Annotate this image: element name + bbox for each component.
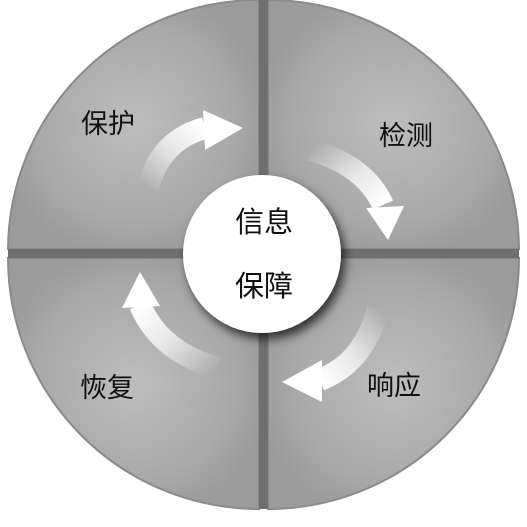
- arrow-bottom-left: [122, 272, 222, 379]
- quadrant-bottom-right: [267, 257, 521, 511]
- arrow-bottom-right: [282, 305, 389, 402]
- quadrant-top-left: [6, 0, 260, 250]
- label-bottom-right: 响应: [367, 371, 421, 402]
- label-top-left: 保护: [81, 109, 135, 140]
- quadrant-bottom-left: [6, 257, 260, 511]
- center-label-line2: 保障: [235, 269, 293, 303]
- label-bottom-left: 恢复: [80, 373, 134, 404]
- quadrant-top-right: [267, 0, 521, 250]
- center-hub: [183, 175, 341, 333]
- arrow-top-left: [137, 110, 243, 192]
- arrow-top-right: [306, 139, 404, 240]
- center-label-line1: 信息: [235, 205, 293, 239]
- label-top-right: 检测: [379, 121, 433, 152]
